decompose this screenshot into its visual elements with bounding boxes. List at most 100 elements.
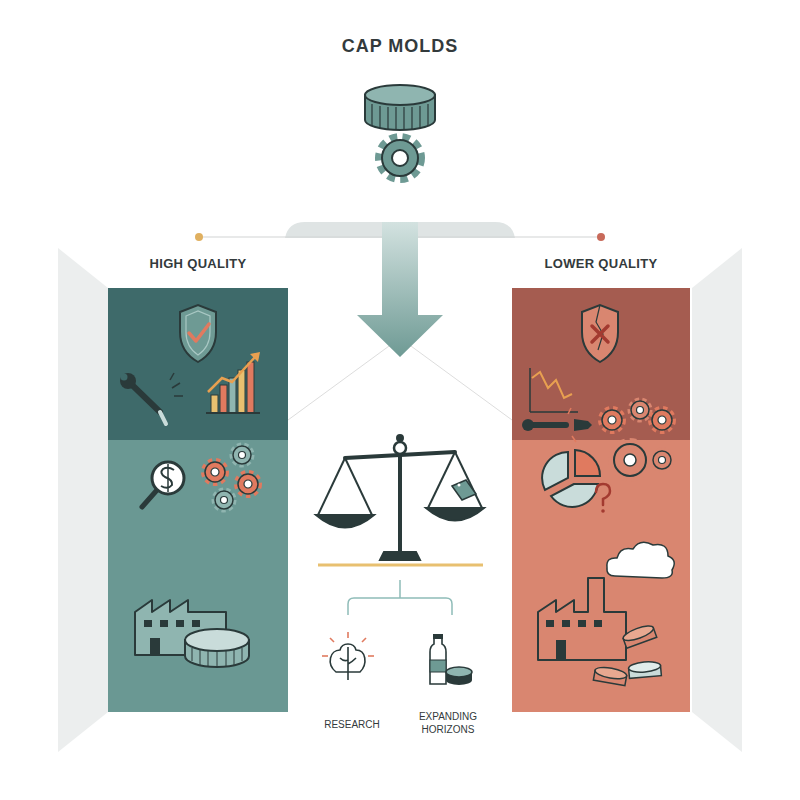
balance-scale-icon [345, 452, 455, 458]
balance-scale-icon [398, 448, 402, 555]
gear-icon [637, 407, 644, 414]
cap-product-icon [234, 650, 235, 665]
gear-icon [237, 473, 259, 495]
magnifier-icon [152, 462, 184, 494]
scattered-caps-icon [593, 670, 626, 685]
gear-icon [612, 442, 648, 478]
bracket [348, 580, 452, 615]
gear-icon [380, 138, 420, 178]
cap-icon [411, 107, 412, 129]
balance-scale-icon [397, 435, 403, 441]
balance-scale-icon [428, 452, 455, 508]
panel-fill-top [108, 288, 288, 440]
gear-icon [232, 445, 252, 465]
icon-caption: EXPANDING HORIZONS [405, 710, 491, 736]
icon-caption: RESEARCH [302, 718, 402, 731]
broken-wrench-icon [574, 419, 592, 431]
cap-icon [419, 106, 420, 128]
broken-pie-icon [575, 450, 600, 476]
gear-icon [612, 442, 648, 478]
gear-icon [630, 400, 650, 420]
gear-icon [214, 490, 234, 510]
factory-icon [160, 620, 168, 627]
cap-icon [427, 104, 428, 126]
gear-icon [630, 400, 650, 420]
declining-chart-icon [530, 368, 578, 412]
broken-wrench-icon [522, 408, 592, 442]
bottle-icon [446, 672, 472, 685]
scattered-caps-icon [628, 661, 661, 674]
magnifier-icon [142, 462, 184, 507]
broken-pie-icon [601, 509, 605, 513]
factory-icon [538, 578, 626, 660]
gear-icon [232, 445, 252, 465]
gear-icon [205, 462, 225, 482]
magnifier-icon [142, 490, 157, 507]
scattered-caps-icon [628, 661, 661, 679]
cap-icon [403, 107, 404, 130]
gear-icon [659, 457, 666, 464]
gear-icon [653, 451, 671, 469]
wrench-icon [160, 412, 166, 424]
gear-icon [652, 450, 672, 470]
gear-icon [652, 450, 672, 470]
bar-chart-icon [238, 370, 245, 413]
gear-icon [652, 410, 672, 430]
guide-line [288, 338, 400, 420]
shield-check-icon [186, 311, 210, 355]
bar-chart-icon [206, 352, 260, 413]
broken-wrench-icon [568, 408, 571, 414]
cap-product-icon [200, 650, 201, 665]
broken-wrench-icon [572, 436, 576, 442]
gear-icon [238, 474, 258, 494]
brain-icon [322, 655, 328, 657]
cap-icon [395, 107, 396, 130]
balance-scale-icon [380, 552, 420, 560]
panel-fill-bottom [108, 440, 288, 712]
gear-icon [392, 150, 408, 166]
broken-wrench-icon [522, 419, 534, 431]
broken-pie-icon [542, 452, 568, 490]
gear-icon [233, 446, 251, 464]
cap-product-icon [242, 648, 243, 661]
declining-chart-icon [530, 411, 578, 413]
cap-icon [387, 107, 388, 129]
factory-icon [176, 620, 184, 627]
shield-cross-icon [582, 305, 618, 362]
bar-chart-icon [247, 362, 254, 413]
gear-icon [658, 416, 666, 424]
gear-icon [601, 409, 623, 431]
smoke-cloud-icon [607, 542, 674, 578]
shield-check-icon [180, 305, 216, 362]
cap-icon [365, 85, 435, 130]
side-wing [58, 248, 108, 752]
gear-icon [221, 497, 228, 504]
magnifier-icon [167, 464, 169, 492]
scattered-caps-icon [593, 665, 627, 685]
gear-icon [631, 401, 649, 419]
gear-icon [237, 473, 259, 495]
balance-scale-icon [316, 435, 484, 560]
panel-fill-bottom [512, 440, 690, 712]
cap-product-icon [192, 648, 242, 667]
balance-scale-icon [455, 452, 482, 508]
gear-icon [214, 490, 234, 510]
bottle-icon [430, 660, 446, 672]
brain-icon [340, 647, 356, 672]
guide-line [400, 338, 512, 420]
wrench-icon [174, 395, 183, 397]
gear-icon [382, 140, 418, 176]
brain-icon [347, 632, 349, 638]
balance-scale-icon [316, 515, 374, 528]
factory-icon [144, 620, 152, 627]
bar-chart-icon [220, 385, 227, 413]
shield-check-icon [180, 305, 216, 362]
factory-icon [150, 638, 160, 655]
balance-scale-icon [345, 458, 372, 515]
broken-wrench-icon [528, 422, 566, 428]
scattered-caps-icon [622, 623, 657, 648]
factory-icon [192, 620, 200, 627]
bottle-icon [446, 667, 472, 677]
shield-cross-icon [582, 305, 618, 362]
